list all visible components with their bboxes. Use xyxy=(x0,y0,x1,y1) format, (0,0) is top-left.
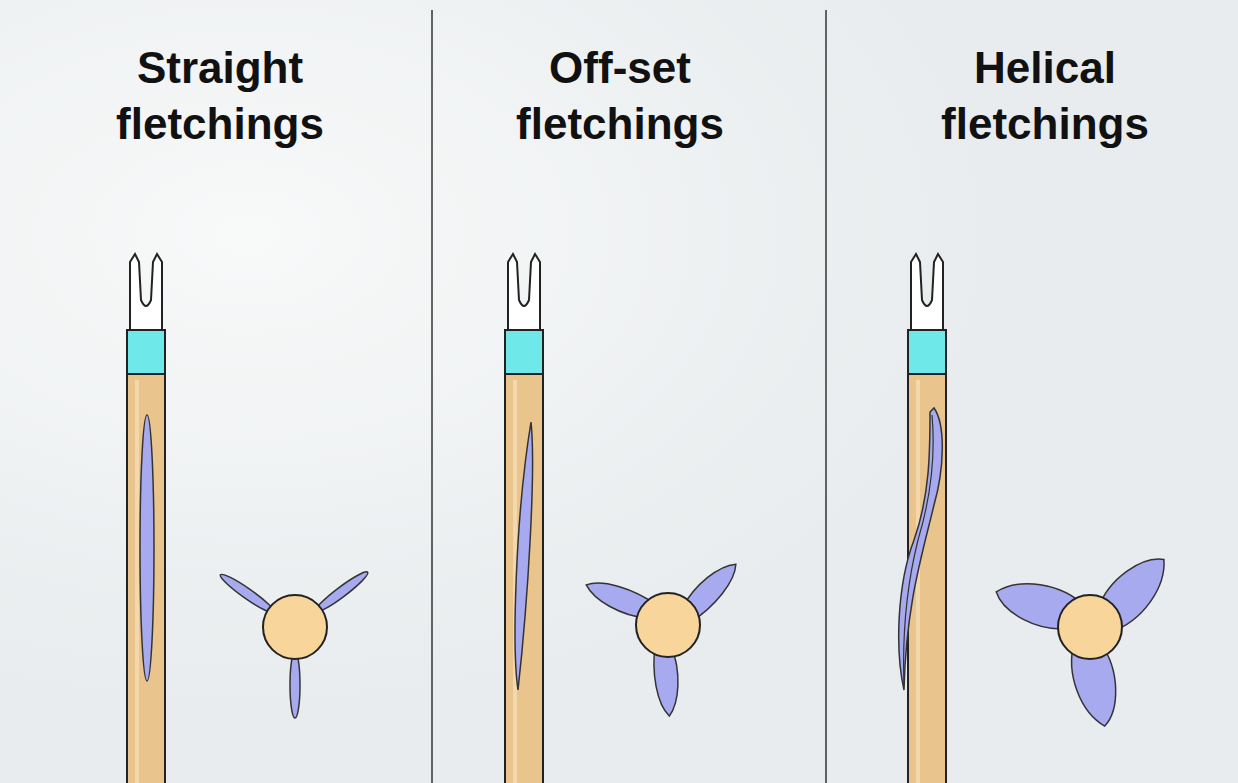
panel-title: Off-set fletchings xyxy=(470,40,770,152)
panel-title: Helical fletchings xyxy=(895,40,1195,152)
panel-divider xyxy=(825,10,827,783)
helical-vane xyxy=(899,408,943,690)
arrow-shaft xyxy=(127,254,165,783)
panel-divider xyxy=(431,10,433,783)
helical-cross-section xyxy=(992,553,1183,727)
straight-vane xyxy=(140,415,154,681)
straight-cross-section xyxy=(218,568,371,718)
offset-cross-section xyxy=(584,560,749,716)
helical-vane-edge xyxy=(904,415,934,685)
arrow-shaft xyxy=(505,254,543,783)
offset-vane xyxy=(515,422,532,690)
panel-title: Straight fletchings xyxy=(70,40,370,152)
